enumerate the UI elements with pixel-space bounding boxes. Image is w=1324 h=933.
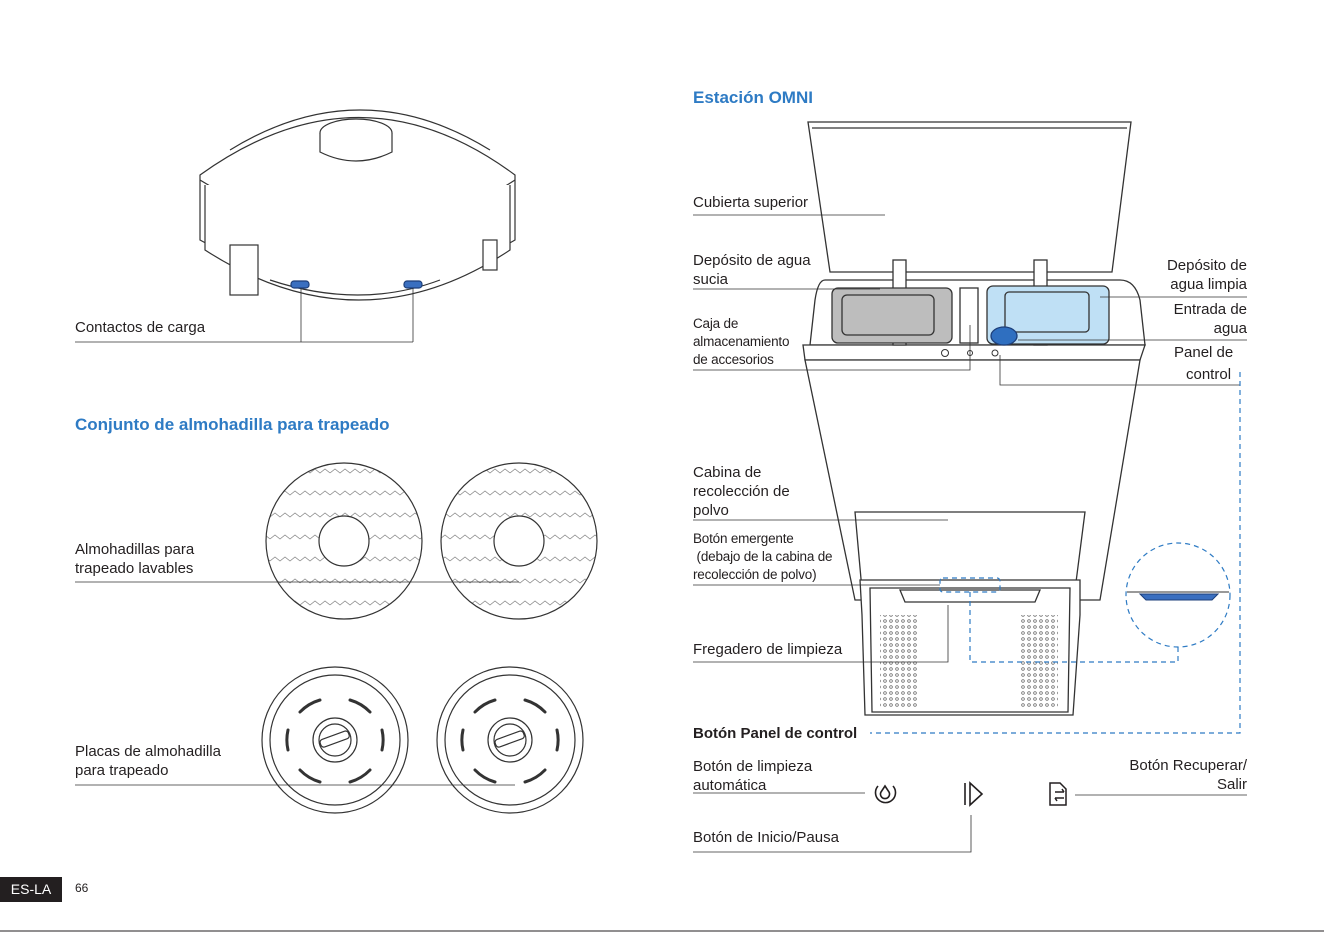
page-number: 66 [75, 881, 88, 895]
storage-box-label-line1: Caja de [693, 315, 738, 333]
popup-button-label-line2: (debajo de la cabina de [693, 548, 832, 566]
auto-clean-label-line1: Botón de limpieza [693, 757, 812, 776]
control-panel-buttons-title: Botón Panel de control [693, 724, 857, 743]
language-tab: ES-LA [0, 877, 62, 902]
auto-clean-label-line2: automática [693, 776, 766, 795]
mop-plates-label-line2: para trapeado [75, 761, 168, 780]
control-panel-label-line1: Panel de [1174, 343, 1233, 362]
storage-box-label-line3: de accesorios [693, 351, 774, 369]
popup-button-label-line3: recolección de polvo) [693, 566, 816, 584]
recover-exit-label-line2: Salir [1217, 775, 1247, 794]
popup-button-detail [1127, 592, 1229, 600]
station-title: Estación OMNI [693, 88, 813, 108]
mop-assembly-title: Conjunto de almohadilla para trapeado [75, 415, 390, 435]
water-inlet-label-line1: Entrada de [1174, 300, 1247, 319]
water-inlet-label-line2: agua [1214, 319, 1247, 338]
start-pause-icon [965, 783, 982, 805]
mop-pads-label-line2: trapeado lavables [75, 559, 193, 578]
dust-cabin-label-line2: recolección de [693, 482, 790, 501]
mop-plates-label-line1: Placas de almohadilla [75, 742, 221, 761]
recover-exit-icon [1050, 783, 1066, 805]
mop-pads-illustration [266, 463, 597, 619]
omni-station-illustration [803, 122, 1145, 715]
mop-pads-label-line1: Almohadillas para [75, 540, 194, 559]
clean-tank-label-line2: agua limpia [1170, 275, 1247, 294]
mop-plates-illustration [262, 667, 583, 813]
dirty-tank-label-line2: sucia [693, 270, 728, 289]
auto-clean-icon [876, 786, 896, 803]
popup-button-label-line1: Botón emergente [693, 530, 794, 548]
wash-basin-label: Fregadero de limpieza [693, 640, 842, 659]
dust-cabin-label-line1: Cabina de [693, 463, 761, 482]
clean-tank-label-line1: Depósito de [1167, 256, 1247, 275]
charging-contacts-label: Contactos de carga [75, 318, 205, 337]
storage-box-label-line2: almacenamiento [693, 333, 789, 351]
recover-exit-label-line1: Botón Recuperar/ [1129, 756, 1247, 775]
top-cover-label: Cubierta superior [693, 193, 808, 212]
dirty-tank-label-line1: Depósito de agua [693, 251, 811, 270]
dust-cabin-label-line3: polvo [693, 501, 729, 520]
robot-vacuum-illustration [200, 110, 515, 300]
control-panel-label-line2: control [1186, 365, 1231, 384]
start-pause-label: Botón de Inicio/Pausa [693, 828, 839, 847]
